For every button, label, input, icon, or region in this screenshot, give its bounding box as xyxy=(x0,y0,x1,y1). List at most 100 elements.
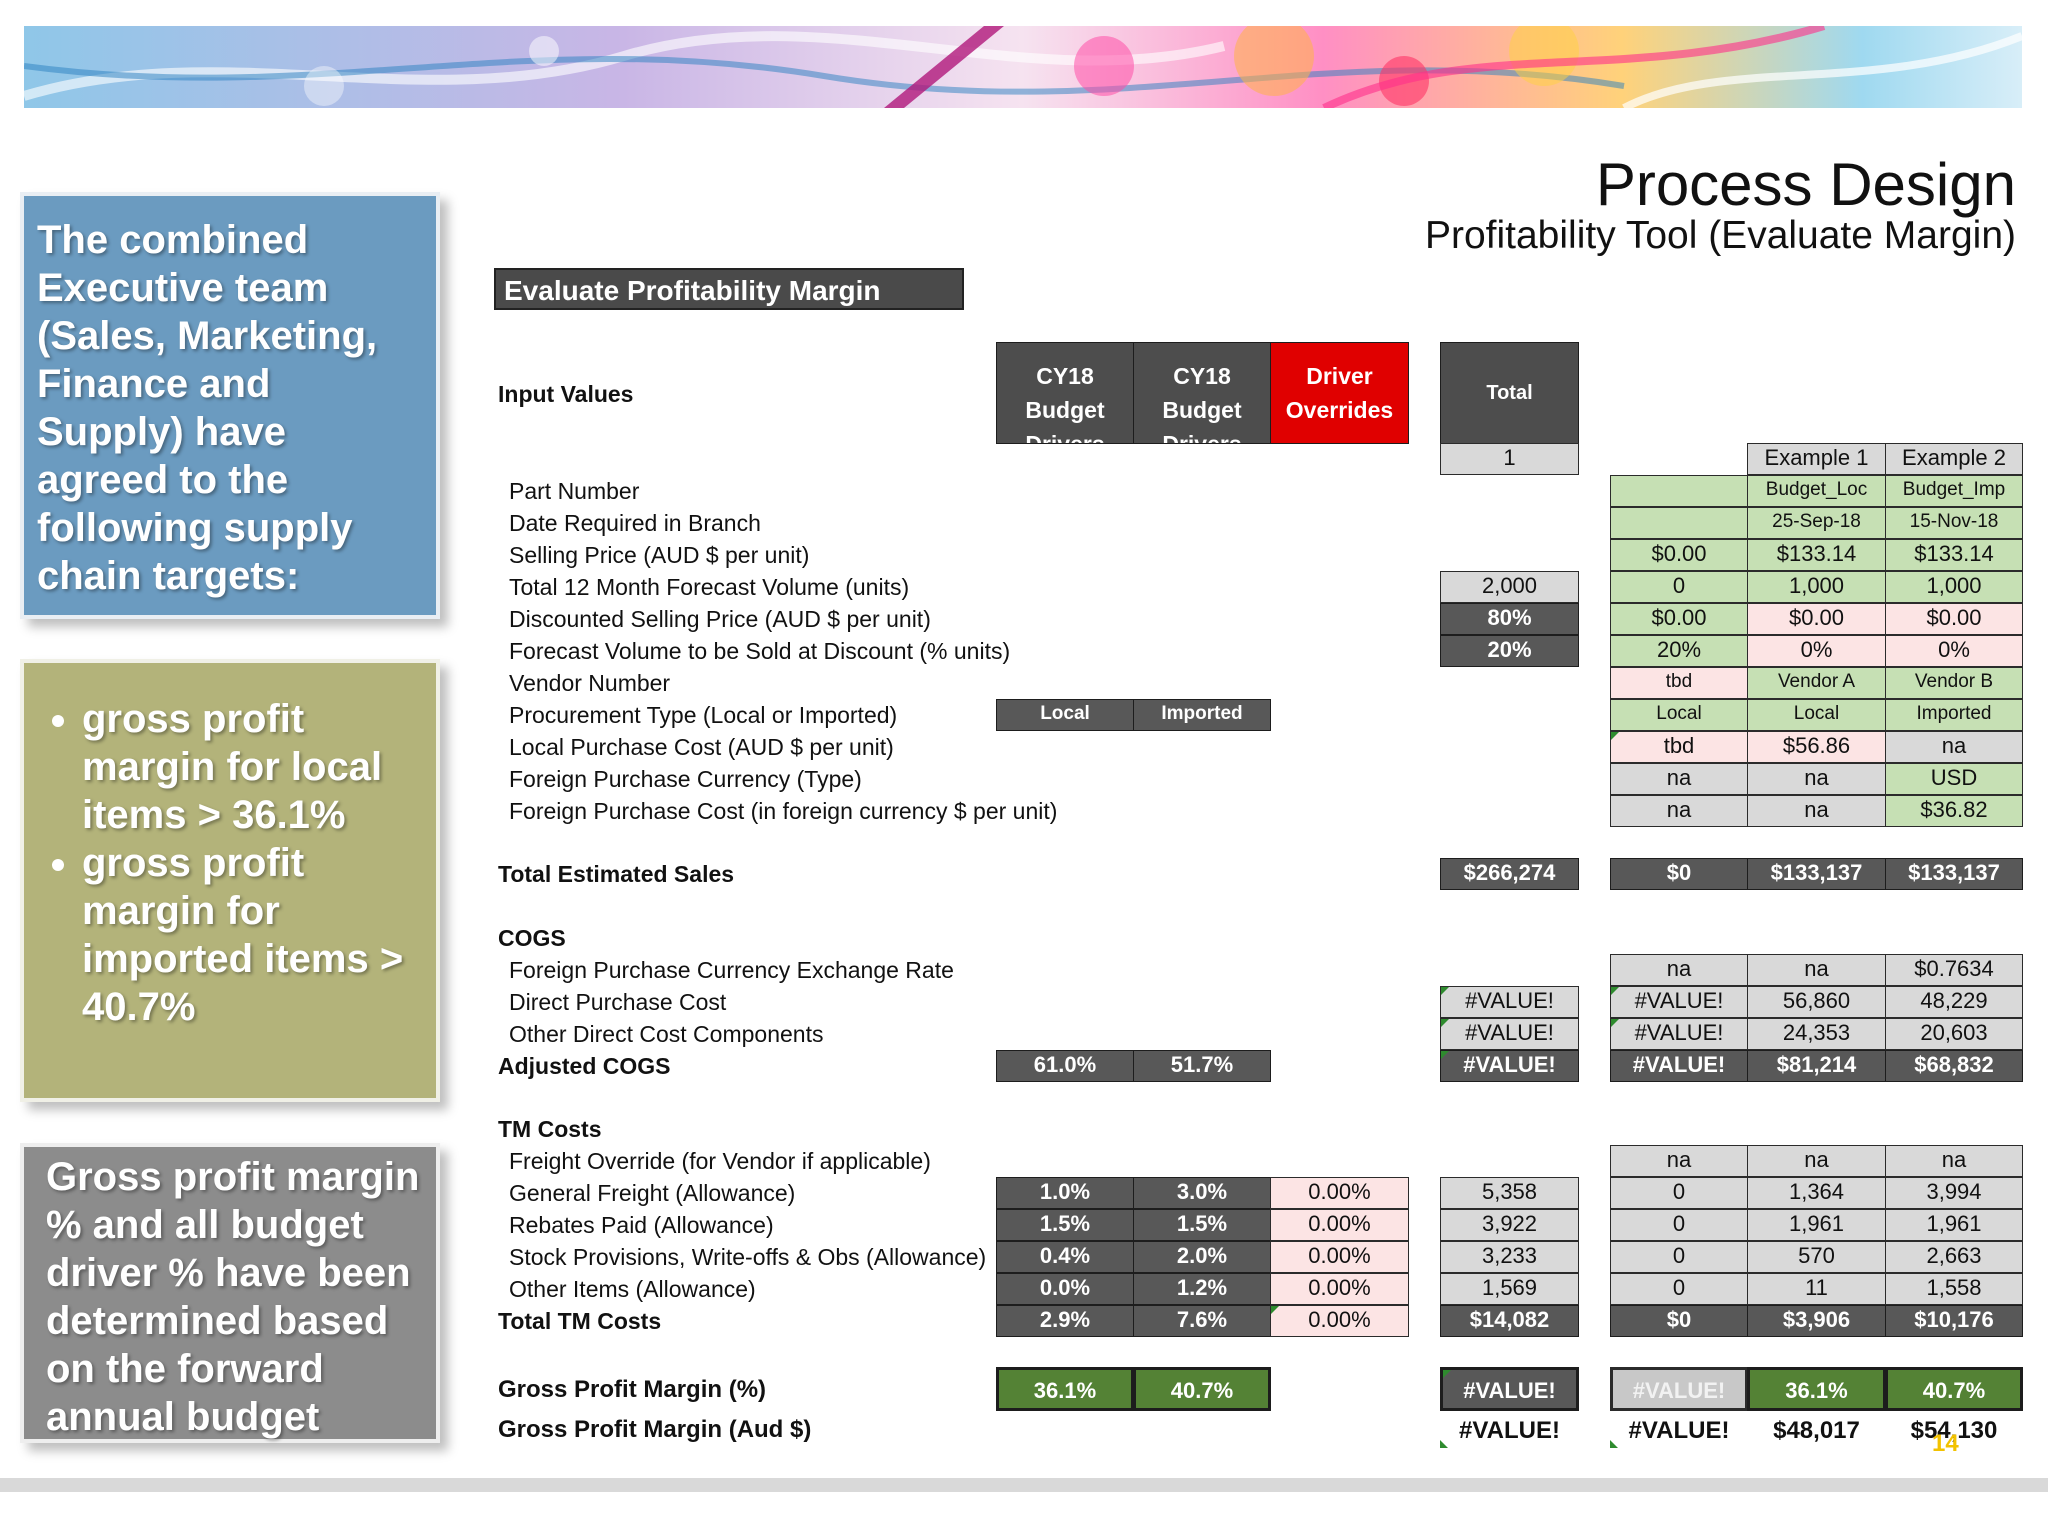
cell-stock-provisions-driver-0: 0.4% xyxy=(996,1241,1134,1273)
cell-total-tm-total: $14,082 xyxy=(1440,1305,1579,1337)
cell-other-items-2: 1,558 xyxy=(1885,1273,2023,1305)
cell-direct-cost-1: 56,860 xyxy=(1747,986,1886,1018)
row-label-selling-price: Selling Price (AUD $ per unit) xyxy=(509,542,810,568)
row-label-gpm-pct: Gross Profit Margin (%) xyxy=(498,1376,767,1403)
cell-general-freight-driver-0: 1.0% xyxy=(996,1177,1134,1209)
cell-local-cost-0[interactable]: tbd xyxy=(1610,731,1748,763)
executive-team-text: The combined Executive team (Sales, Mark… xyxy=(37,218,378,598)
budget-note-text: Gross profit margin % and all budget dri… xyxy=(46,1155,420,1439)
cell-gpm-pct-0: #VALUE! xyxy=(1610,1367,1748,1411)
cell-selling-price-2[interactable]: $133.14 xyxy=(1885,539,2023,571)
cell-volume-discount-0[interactable]: 20% xyxy=(1610,635,1748,667)
example-2-header: Example 2 xyxy=(1885,443,2023,475)
cell-forecast-volume-1[interactable]: 1,000 xyxy=(1747,571,1886,603)
cell-selling-price-0[interactable]: $0.00 xyxy=(1610,539,1748,571)
cell-stock-provisions-override[interactable]: 0.00% xyxy=(1270,1241,1409,1273)
cell-forecast-volume-total: 2,000 xyxy=(1440,571,1579,603)
cell-forecast-volume-0[interactable]: 0 xyxy=(1610,571,1748,603)
cell-local-cost-2[interactable]: na xyxy=(1885,731,2023,763)
total-index: 1 xyxy=(1440,443,1579,475)
cell-discounted-price-0[interactable]: $0.00 xyxy=(1610,603,1748,635)
cell-procurement-0[interactable]: Local xyxy=(1610,699,1748,731)
cell-other-items-total: 1,569 xyxy=(1440,1273,1579,1305)
row-label-rebates: Rebates Paid (Allowance) xyxy=(509,1212,774,1238)
cell-vendor-1[interactable]: Vendor A xyxy=(1747,667,1886,699)
cell-foreign-currency-1[interactable]: na xyxy=(1747,763,1886,795)
cell-total-tm-driver-0: 2.9% xyxy=(996,1305,1134,1337)
cell-vendor-2[interactable]: Vendor B xyxy=(1885,667,2023,699)
cell-foreign-cost-1[interactable]: na xyxy=(1747,795,1886,827)
cell-stock-provisions-total: 3,233 xyxy=(1440,1241,1579,1273)
cell-volume-discount-2[interactable]: 0% xyxy=(1885,635,2023,667)
cell-total-sales-total: $266,274 xyxy=(1440,858,1579,890)
cell-discounted-price-1[interactable]: $0.00 xyxy=(1747,603,1886,635)
cell-date-1[interactable]: 25-Sep-18 xyxy=(1747,507,1886,539)
cell-direct-cost-0: #VALUE! xyxy=(1610,986,1748,1018)
cell-forecast-volume-2[interactable]: 1,000 xyxy=(1885,571,2023,603)
row-label-cogs: COGS xyxy=(498,925,566,951)
row-label-discounted-price: Discounted Selling Price (AUD $ per unit… xyxy=(509,606,931,632)
cell-total-sales-1: $133,137 xyxy=(1747,858,1886,890)
row-label-vendor-number: Vendor Number xyxy=(509,670,671,696)
cell-gpm-aud-1: $48,017 xyxy=(1773,1417,1860,1444)
cell-part-number-1[interactable]: Budget_Loc xyxy=(1747,475,1886,507)
cell-vendor-0[interactable]: tbd xyxy=(1610,667,1748,699)
cell-procurement-2[interactable]: Imported xyxy=(1885,699,2023,731)
row-label-date-required: Date Required in Branch xyxy=(509,510,761,536)
cell-date-0[interactable] xyxy=(1610,507,1748,539)
cell-total-tm-2: $10,176 xyxy=(1885,1305,2023,1337)
footer-bar xyxy=(0,1478,2048,1492)
cell-discounted-price-2[interactable]: $0.00 xyxy=(1885,603,2023,635)
col-total: Total xyxy=(1440,342,1579,444)
cell-other-direct-total: #VALUE! xyxy=(1440,1018,1579,1050)
cell-foreign-cost-0[interactable]: na xyxy=(1610,795,1748,827)
cell-date-2[interactable]: 15-Nov-18 xyxy=(1885,507,2023,539)
col-cy18-drivers-a: CY18 Budget Drivers xyxy=(996,342,1134,444)
row-label-fx-rate: Foreign Purchase Currency Exchange Rate xyxy=(509,957,954,983)
cell-other-items-1: 11 xyxy=(1747,1273,1886,1305)
cell-gpm-pct-1: 36.1% xyxy=(1747,1367,1886,1411)
page-number: 14 xyxy=(1932,1430,1959,1457)
cell-general-freight-override[interactable]: 0.00% xyxy=(1270,1177,1409,1209)
executive-team-box: The combined Executive team (Sales, Mark… xyxy=(20,192,440,619)
row-label-forecast-volume: Total 12 Month Forecast Volume (units) xyxy=(509,574,910,600)
cell-adjusted-cogs-driver-0: 61.0% xyxy=(996,1050,1134,1082)
cell-adjusted-cogs-total: #VALUE! xyxy=(1440,1050,1579,1082)
cell-rebates-override[interactable]: 0.00% xyxy=(1270,1209,1409,1241)
cell-total-tm-driver-1: 7.6% xyxy=(1133,1305,1271,1337)
cell-procurement-1[interactable]: Local xyxy=(1747,699,1886,731)
row-label-foreign-cost: Foreign Purchase Cost (in foreign curren… xyxy=(509,798,1058,824)
cell-other-direct-1: 24,353 xyxy=(1747,1018,1886,1050)
cell-other-direct-2: 20,603 xyxy=(1885,1018,2023,1050)
cell-fx-rate-0: na xyxy=(1610,954,1748,986)
targets-box: gross profit margin for local items > 36… xyxy=(20,659,440,1102)
row-label-gpm-aud: Gross Profit Margin (Aud $) xyxy=(498,1416,812,1443)
sheet-header: Evaluate Profitability Margin xyxy=(494,268,964,310)
cell-foreign-currency-2[interactable]: USD xyxy=(1885,763,2023,795)
cell-foreign-cost-2[interactable]: $36.82 xyxy=(1885,795,2023,827)
row-label-direct-cost: Direct Purchase Cost xyxy=(509,989,727,1015)
row-label-freight-override: Freight Override (for Vendor if applicab… xyxy=(509,1148,931,1174)
cell-selling-price-1[interactable]: $133.14 xyxy=(1747,539,1886,571)
cell-local-cost-1[interactable]: $56.86 xyxy=(1747,731,1886,763)
cell-foreign-currency-0[interactable]: na xyxy=(1610,763,1748,795)
cell-gpm-pct-total: #VALUE! xyxy=(1440,1367,1579,1411)
row-label-general-freight: General Freight (Allowance) xyxy=(509,1180,796,1206)
cell-volume-discount-1[interactable]: 0% xyxy=(1747,635,1886,667)
cell-stock-provisions-2: 2,663 xyxy=(1885,1241,2023,1273)
cell-total-tm-override: 0.00% xyxy=(1270,1305,1409,1337)
row-label-other-items: Other Items (Allowance) xyxy=(509,1276,756,1302)
cell-direct-cost-2: 48,229 xyxy=(1885,986,2023,1018)
cell-gpm-aud-0: #VALUE! xyxy=(1610,1414,1748,1448)
row-label-total-sales: Total Estimated Sales xyxy=(498,861,735,887)
cell-stock-provisions-1: 570 xyxy=(1747,1241,1886,1273)
cell-freight-override-0: na xyxy=(1610,1145,1748,1177)
cell-other-items-override[interactable]: 0.00% xyxy=(1270,1273,1409,1305)
page-title: Process Design xyxy=(1595,151,2016,218)
cell-direct-cost-total: #VALUE! xyxy=(1440,986,1579,1018)
cell-other-items-driver-1: 1.2% xyxy=(1133,1273,1271,1305)
decorative-banner xyxy=(24,26,2022,108)
cell-part-number-2[interactable]: Budget_Imp xyxy=(1885,475,2023,507)
cell-rebates-driver-1: 1.5% xyxy=(1133,1209,1271,1241)
cell-part-number-0[interactable] xyxy=(1610,475,1748,507)
